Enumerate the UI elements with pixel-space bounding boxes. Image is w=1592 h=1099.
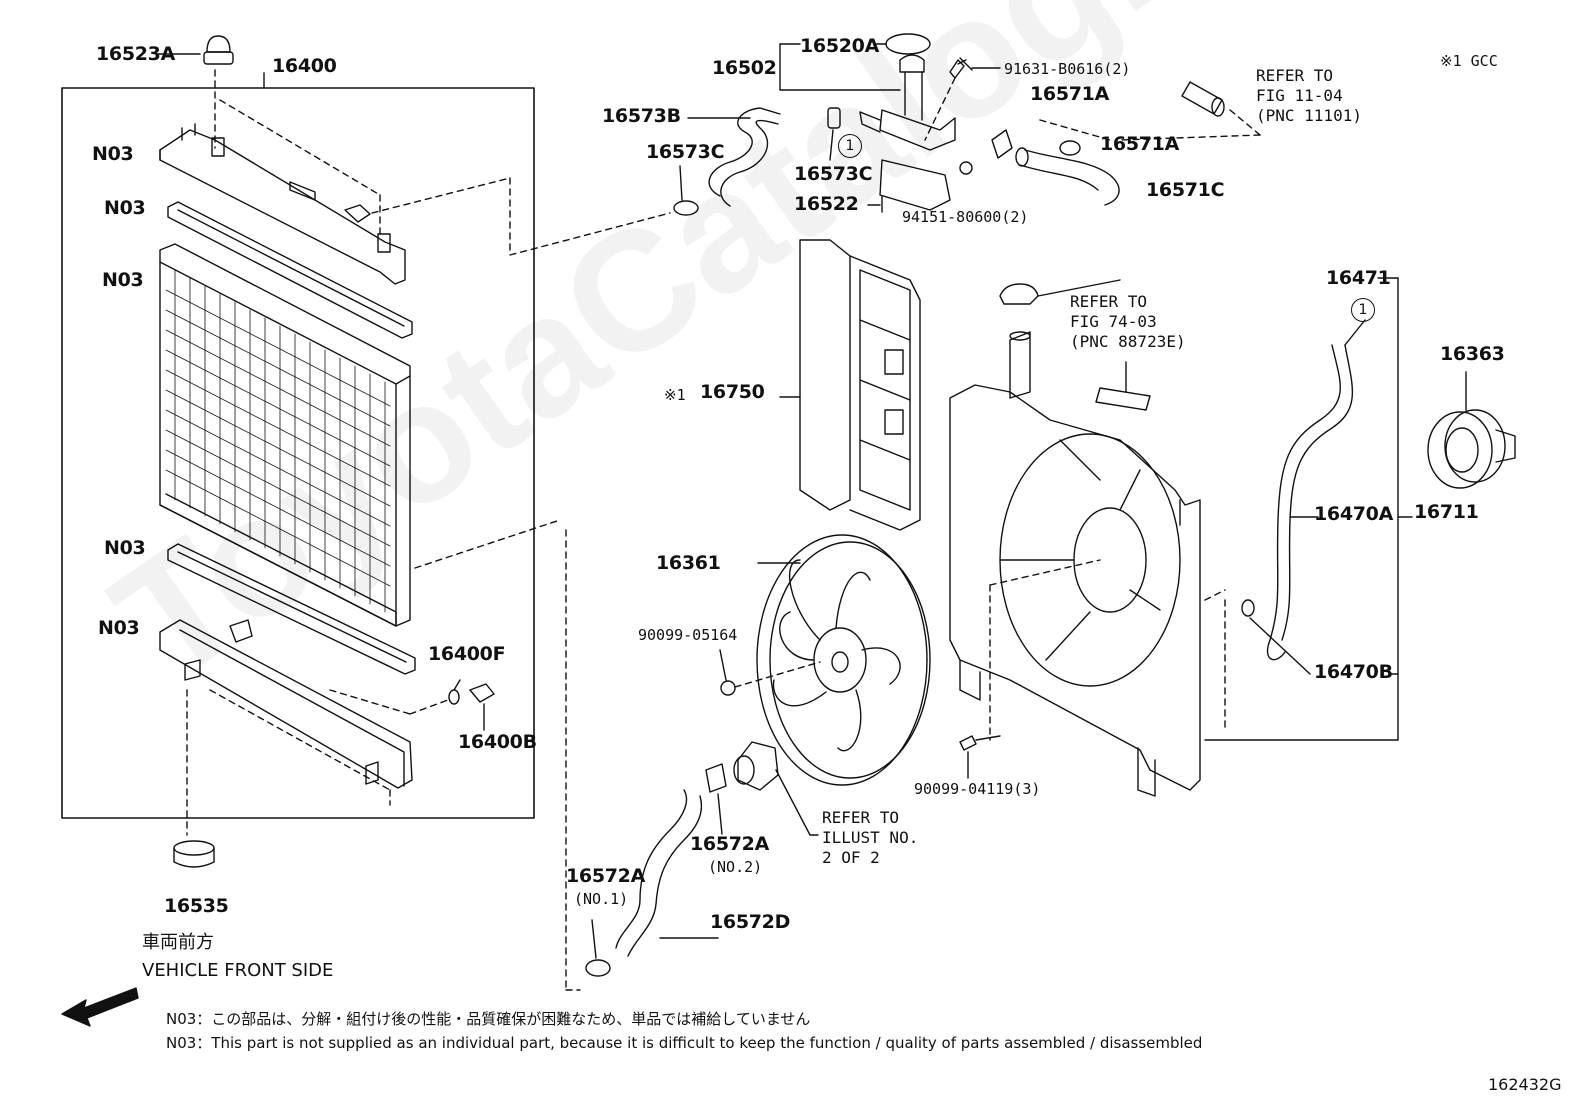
label-90099-04119: 90099-04119(3) <box>914 780 1041 798</box>
radiator-inlet-16502 <box>779 43 965 151</box>
connection-marker-1-inlet: 1 <box>838 134 862 158</box>
inlet-pipe-refer-illust <box>733 741 819 836</box>
drain-plug-16400B <box>448 679 495 731</box>
label-16363: 16363 <box>1440 343 1505 365</box>
label-16573B: 16573B <box>602 105 681 127</box>
label-n03-core: N03 <box>102 269 144 291</box>
fan-motor-16363 <box>1427 371 1516 489</box>
label-16572D: 16572D <box>710 911 791 933</box>
cooling-fan-16361 <box>719 534 931 786</box>
figure-id: 162432G <box>1488 1075 1562 1094</box>
label-16571A-upper: 16571A <box>1030 83 1110 105</box>
radiator-lower-gasket <box>167 543 416 675</box>
hose-16571C <box>1015 147 1120 206</box>
pipe-ref-fig-11-04 <box>1119 81 1261 141</box>
label-plate <box>1095 361 1151 411</box>
bolt-91631 <box>957 57 1001 71</box>
clamp-16470B <box>1241 599 1311 675</box>
label-94151-80600: 94151-80600(2) <box>902 208 1029 226</box>
label-16750: 16750 <box>700 381 765 403</box>
grommet-16535 <box>173 689 215 868</box>
label-16572A-no2-sub: (NO.2) <box>708 858 763 876</box>
ref-fig-11-04: REFER TO FIG 11-04 (PNC 11101) <box>1256 66 1362 125</box>
label-16573C-right: 16573C <box>794 163 873 185</box>
label-16502: 16502 <box>712 57 777 79</box>
hose-16470A <box>1266 319 1366 661</box>
ref-illust-2-of-2: REFER TO ILLUST NO. 2 OF 2 <box>822 808 919 867</box>
n03-note-en: N03：This part is not supplied as an indi… <box>166 1034 1203 1052</box>
vehicle-front-arrow <box>61 987 139 1027</box>
label-n03-upper-gasket: N03 <box>104 197 146 219</box>
clamp-16573C-right <box>827 107 841 161</box>
label-90099-05164: 90099-05164 <box>638 626 738 644</box>
gcc-note: ※1 GCC <box>1440 52 1498 70</box>
label-n03-lower-tank: N03 <box>98 617 140 639</box>
bracket-16522 <box>867 159 973 213</box>
mark-16750: ※1 <box>664 386 686 404</box>
label-16523A: 16523A <box>96 43 176 65</box>
fan-shroud <box>949 331 1226 797</box>
radiator-lower-tank <box>159 619 449 806</box>
label-16572A-no1: 16572A <box>566 865 646 887</box>
clamp-16571A <box>991 119 1111 159</box>
clamp-16573C-left <box>673 165 699 216</box>
label-16572A-no2: 16572A <box>690 833 770 855</box>
radiator-core <box>159 243 561 627</box>
radiator-assembly-frame <box>61 53 535 819</box>
label-16571C: 16571C <box>1146 179 1225 201</box>
vehicle-front-label-jp: 車両前方 <box>142 932 214 953</box>
label-91631-B0616: 91631-B0616(2) <box>1004 60 1131 78</box>
label-16522: 16522 <box>794 193 859 215</box>
filler-cap-16520A <box>875 33 931 55</box>
clamp-16572A-no2 <box>705 763 727 835</box>
label-16535: 16535 <box>164 895 229 917</box>
hose-16573B <box>687 107 781 207</box>
label-16470A: 16470A <box>1314 503 1394 525</box>
label-16400B: 16400B <box>458 731 537 753</box>
label-16400F: 16400F <box>428 643 506 665</box>
radiator-cap-16523A <box>203 35 234 149</box>
reservoir-cap <box>999 279 1121 305</box>
label-16400: 16400 <box>272 55 337 77</box>
label-n03-lower-gasket: N03 <box>104 537 146 559</box>
radiator-upper-gasket <box>167 201 413 339</box>
air-guide-16750 <box>779 239 921 531</box>
label-16361: 16361 <box>656 552 721 574</box>
label-16470B: 16470B <box>1314 661 1393 683</box>
label-16711: 16711 <box>1414 501 1479 523</box>
hose-16572D <box>615 789 719 957</box>
label-16572A-no1-sub: (NO.1) <box>574 890 629 908</box>
vehicle-front-label-en: VEHICLE FRONT SIDE <box>142 960 334 981</box>
label-16571A-lower: 16571A <box>1100 133 1180 155</box>
label-n03-upper-tank: N03 <box>92 143 134 165</box>
label-16471: 16471 <box>1326 267 1391 289</box>
label-16520A: 16520A <box>800 35 880 57</box>
connection-marker-1-hose: 1 <box>1351 298 1375 322</box>
clamp-16572A-no1 <box>565 529 611 991</box>
bolt-90099-04119 <box>959 735 1001 779</box>
label-16573C-left: 16573C <box>646 141 725 163</box>
n03-note-jp: N03：この部品は、分解・組付け後の性能・品質確保が困難なため、単品では補給して… <box>166 1010 811 1028</box>
ref-fig-74-03: REFER TO FIG 74-03 (PNC 88723E) <box>1070 292 1186 351</box>
bracket-lines-16711 <box>1204 277 1413 741</box>
radiator-upper-tank <box>159 99 671 285</box>
